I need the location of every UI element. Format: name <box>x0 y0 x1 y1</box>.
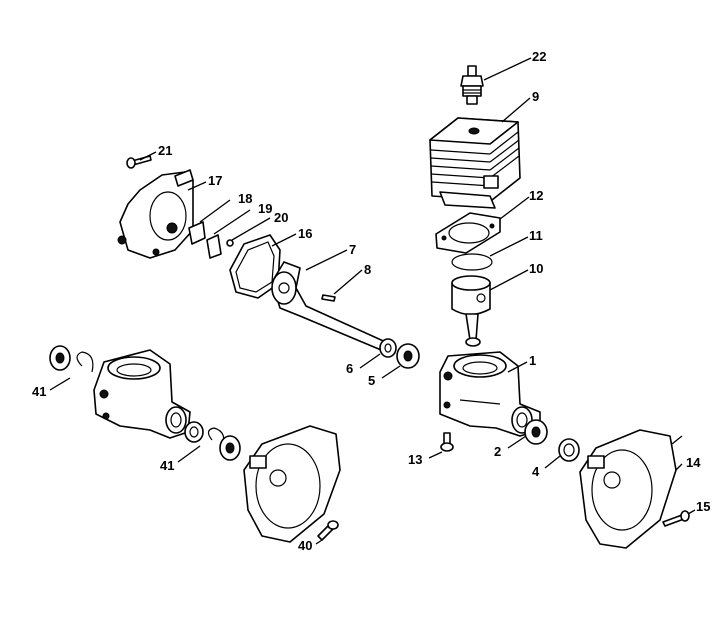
callout-15: 15 <box>696 499 710 514</box>
crankcase-left <box>93 349 191 439</box>
screw-20 <box>226 239 234 247</box>
screw-13 <box>440 432 454 452</box>
seal-41-lower <box>184 421 204 443</box>
screw-21 <box>126 155 152 169</box>
bearing-5 <box>396 343 420 369</box>
callout-20: 20 <box>274 210 288 225</box>
callout-8: 8 <box>364 262 371 277</box>
plate-19 <box>206 234 222 259</box>
screw-40 <box>317 520 339 541</box>
fan-housing-left <box>243 425 341 543</box>
callout-11: 11 <box>529 228 543 243</box>
callout-21: 21 <box>158 143 172 158</box>
plate-18 <box>188 221 206 245</box>
bearing-2 <box>524 419 548 445</box>
fan-housing-right <box>579 429 677 549</box>
ignition-housing <box>117 169 194 259</box>
piston <box>451 275 491 347</box>
callout-18: 18 <box>238 191 252 206</box>
crankcase-right <box>439 351 541 437</box>
callout-1: 1 <box>529 353 536 368</box>
callout-9: 9 <box>532 89 539 104</box>
gasket-16 <box>229 234 281 299</box>
callout-2: 2 <box>494 444 501 459</box>
callout-6: 6 <box>346 361 353 376</box>
callout-19: 19 <box>258 201 272 216</box>
cylinder-gasket <box>435 212 501 254</box>
callout-5: 5 <box>368 373 375 388</box>
key-8 <box>321 294 336 302</box>
piston-ring <box>451 253 493 271</box>
callout-4: 4 <box>532 464 540 479</box>
washer-6 <box>379 338 397 358</box>
screw-15 <box>662 510 690 527</box>
callout-41-upper: 41 <box>32 384 46 399</box>
callout-10: 10 <box>529 261 543 276</box>
bearing-41-lower <box>219 435 241 461</box>
callout-7: 7 <box>349 242 356 257</box>
callout-labels: 22 9 12 11 10 1 2 4 13 14 15 21 17 18 19… <box>32 49 710 553</box>
cylinder <box>429 117 521 209</box>
callout-14: 14 <box>686 455 701 470</box>
callout-22: 22 <box>532 49 546 64</box>
bearing-41-left <box>49 345 71 371</box>
callout-41-lower: 41 <box>160 458 174 473</box>
callout-40: 40 <box>298 538 312 553</box>
oil-seal <box>558 438 580 462</box>
callout-16: 16 <box>298 226 312 241</box>
leader-lines <box>49 57 696 545</box>
callout-13: 13 <box>408 452 422 467</box>
callout-12: 12 <box>529 188 543 203</box>
crankshaft <box>271 261 391 353</box>
spark-plug <box>460 65 484 105</box>
circlip-41-left <box>76 351 94 373</box>
callout-17: 17 <box>208 173 222 188</box>
